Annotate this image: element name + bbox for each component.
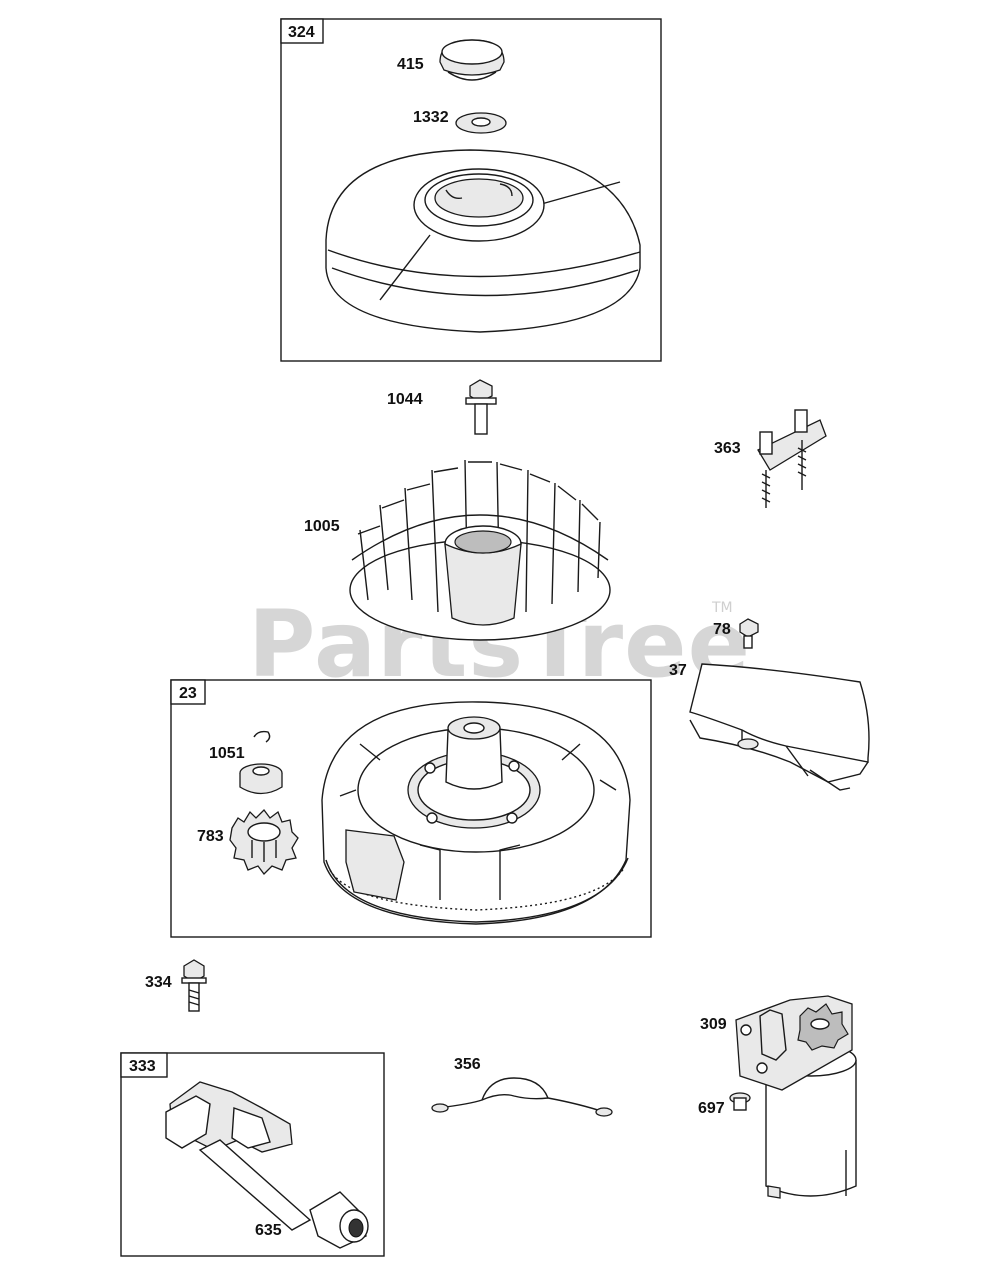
part-783-gear[interactable] — [229, 809, 299, 875]
callout-783: 783 — [197, 828, 224, 845]
part-37-baffle[interactable] — [689, 663, 870, 791]
part-78-bolt[interactable] — [739, 618, 759, 649]
part-333-ignition-armature[interactable] — [165, 1081, 369, 1249]
callout-356: 356 — [454, 1056, 481, 1073]
callout-37: 37 — [669, 662, 687, 679]
assembly-box-23[interactable]: 23 — [170, 679, 652, 938]
box-label-324: 324 — [288, 24, 315, 41]
callout-635: 635 — [255, 1222, 282, 1239]
callout-1332: 1332 — [413, 109, 449, 126]
callout-309: 309 — [700, 1016, 727, 1033]
part-1051-clip[interactable] — [239, 730, 283, 795]
part-309-starter-motor[interactable] — [735, 995, 857, 1199]
callout-415: 415 — [397, 56, 424, 73]
part-23-flywheel[interactable] — [321, 701, 631, 925]
part-324-blower-cover[interactable] — [325, 149, 641, 333]
assembly-box-333[interactable]: 333 — [120, 1052, 385, 1257]
watermark-trademark: TM — [711, 600, 733, 616]
box-label-333: 333 — [129, 1058, 156, 1075]
callout-697: 697 — [698, 1100, 725, 1117]
part-415-cap[interactable] — [439, 39, 505, 81]
callout-334: 334 — [145, 974, 172, 991]
part-697-screw[interactable] — [729, 1092, 751, 1111]
part-1332-washer[interactable] — [455, 112, 507, 134]
part-1044-bolt[interactable] — [465, 379, 497, 435]
part-363-bracket[interactable] — [757, 409, 827, 508]
callout-1005: 1005 — [304, 518, 340, 535]
callout-1044: 1044 — [387, 391, 423, 408]
part-334-bolt[interactable] — [181, 959, 207, 1012]
assembly-box-324[interactable]: 324 — [280, 18, 662, 362]
box-label-23: 23 — [179, 685, 197, 702]
callout-78: 78 — [713, 621, 731, 638]
callout-363: 363 — [714, 440, 741, 457]
callout-1051: 1051 — [209, 745, 245, 762]
part-356-ground-wire[interactable] — [431, 1077, 613, 1117]
part-1005-fan[interactable] — [349, 459, 611, 641]
